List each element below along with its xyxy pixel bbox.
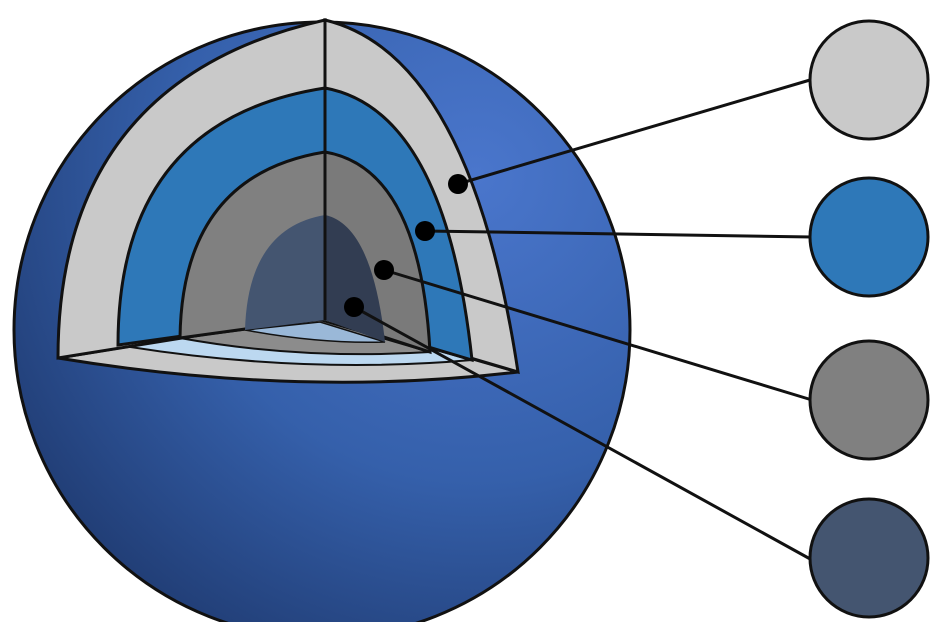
marker-dot-outer-shell <box>448 174 468 194</box>
marker-dot-core <box>344 297 364 317</box>
marker-dot-blue-layer <box>415 221 435 241</box>
swatch-core-icon <box>810 499 928 617</box>
swatch-blue-layer-icon <box>810 178 928 296</box>
marker-dot-gray-layer <box>374 260 394 280</box>
swatch-gray-layer-icon <box>810 341 928 459</box>
swatch-outer-shell-icon <box>810 21 928 139</box>
